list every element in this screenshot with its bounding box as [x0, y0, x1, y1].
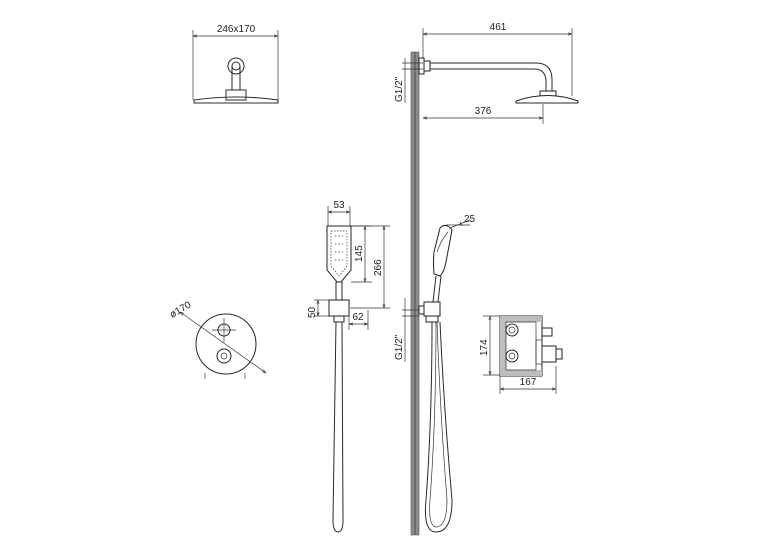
hand-shower-side-view: 25 G1/2": [394, 214, 476, 533]
head-size-label: 246x170: [217, 24, 256, 35]
overhead-shower-top-view: 246x170: [192, 24, 279, 104]
arm-reach-label: 376: [475, 106, 492, 117]
concealed-box-view: 174 167: [479, 315, 563, 394]
thread-bottom-label: G1/2": [394, 334, 405, 360]
bracket-depth-label: 62: [352, 312, 364, 323]
mixer-plate-front-view: ø170: [168, 299, 266, 379]
bracket-height-label: 50: [307, 306, 318, 318]
box-width-label: 167: [520, 377, 537, 388]
hand-total-label: 266: [373, 259, 384, 276]
wall-section: [410, 51, 420, 536]
shower-arm-side-view: 461 G1/2" 376: [394, 22, 579, 124]
hand-shower-nozzles: [330, 230, 348, 277]
thread-top-label: G1/2": [394, 76, 405, 102]
arm-total-label: 461: [490, 22, 507, 33]
hand-angle-label: 25: [464, 214, 476, 225]
box-height-label: 174: [479, 339, 490, 356]
plate-diameter-label: ø170: [168, 299, 194, 320]
hand-head-label: 145: [354, 245, 365, 262]
hand-shower-front-view: 53 145 266 50 62: [307, 200, 390, 533]
hand-width-label: 53: [333, 200, 345, 211]
